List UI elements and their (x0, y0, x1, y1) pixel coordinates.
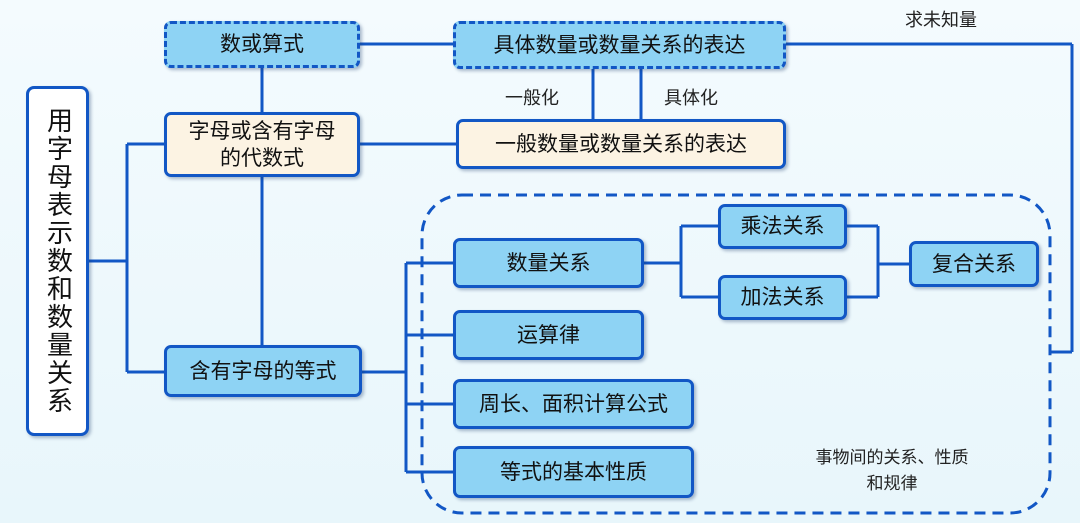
node-equation-properties-label: 等式的基本性质 (500, 459, 647, 484)
node-number-or-expression: 数或算式 (164, 21, 360, 68)
node-operation-laws: 运算律 (453, 310, 644, 360)
annotation-relations-line1: 事物间的关系、性质 (815, 448, 969, 468)
annotation-relations-line2: 和规律 (866, 473, 918, 494)
node-addition-relation: 加法关系 (718, 275, 847, 320)
node-general-expression-label: 一般数量或数量关系的表达 (495, 131, 747, 156)
node-multiplication-relation-label: 乘法关系 (740, 214, 825, 239)
relations-region (420, 193, 1052, 515)
main-title: 用字母表示数和数量关系 (26, 86, 89, 436)
annotation-concretize: 具体化 (664, 88, 718, 109)
node-compound-relation-label: 复合关系 (932, 251, 1016, 276)
main-title-text: 用字母表示数和数量关系 (42, 107, 73, 415)
node-equation-with-letters-label: 含有字母的等式 (189, 358, 337, 383)
node-equation-with-letters: 含有字母的等式 (164, 345, 362, 397)
node-concrete-expression: 具体数量或数量关系的表达 (453, 21, 786, 69)
node-concrete-expression-label: 具体数量或数量关系的表达 (493, 32, 746, 57)
annotation-generalize: 一般化 (505, 88, 559, 109)
node-quantity-relations-label: 数量关系 (506, 250, 591, 275)
node-equation-properties: 等式的基本性质 (453, 446, 694, 498)
node-multiplication-relation: 乘法关系 (718, 204, 847, 249)
node-quantity-relations: 数量关系 (453, 238, 644, 288)
node-compound-relation: 复合关系 (909, 241, 1039, 287)
node-number-or-expression-label: 数或算式 (220, 32, 304, 57)
annotation-find-unknown: 求未知量 (905, 10, 977, 31)
annotation-relations: 事物间的关系、性质 和规律 (772, 446, 1012, 497)
node-general-expression: 一般数量或数量关系的表达 (456, 119, 786, 169)
node-perimeter-area-formulas-label: 周长、面积计算公式 (479, 391, 668, 416)
node-operation-laws-label: 运算律 (517, 322, 580, 347)
node-perimeter-area-formulas: 周长、面积计算公式 (453, 379, 694, 429)
node-letter-expression-label: 字母或含有字母的代数式 (188, 119, 336, 170)
node-addition-relation-label: 加法关系 (740, 285, 825, 310)
node-letter-expression: 字母或含有字母的代数式 (164, 112, 360, 177)
